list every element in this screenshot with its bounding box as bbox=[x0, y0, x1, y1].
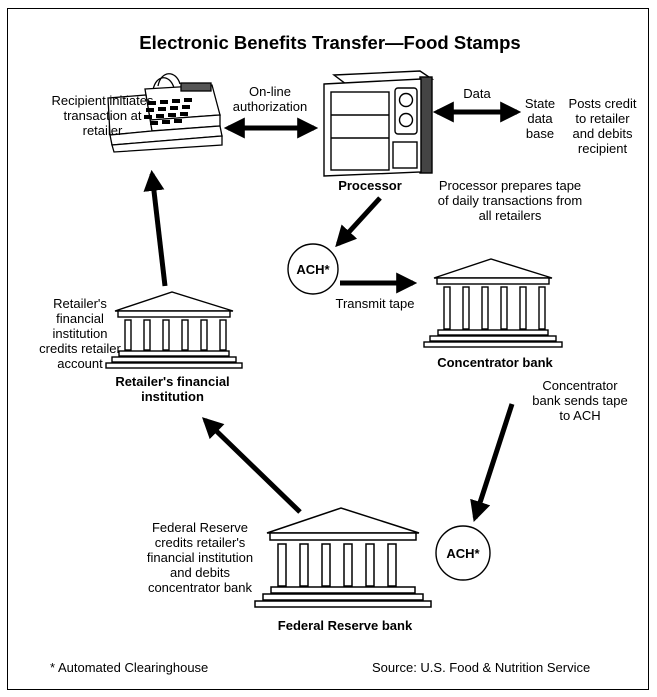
retailer-fi-building-icon bbox=[105, 291, 243, 369]
transmit-tape-label: Transmit tape bbox=[335, 296, 415, 311]
ach-top-circle bbox=[287, 243, 339, 295]
posts-credit-text: Posts credit to retailer and debits reci… bbox=[568, 96, 637, 156]
federal-reserve-building-icon bbox=[254, 507, 432, 608]
source-note: Source: U.S. Food & Nutrition Service bbox=[372, 660, 591, 675]
federal-reserve-bank-label: Federal Reserve bank bbox=[277, 618, 413, 633]
ach-bottom-label: ACH* bbox=[446, 546, 480, 561]
state-data-base-text: State data base bbox=[524, 96, 556, 141]
retailer-fi-label: Retailer's financial institution bbox=[115, 374, 230, 404]
figure-frame bbox=[7, 8, 649, 690]
processor-computer-icon bbox=[323, 70, 435, 177]
pos-terminal-icon bbox=[107, 73, 223, 153]
online-authorization-label: On-line authorization bbox=[232, 84, 308, 114]
concentrator-bank-building-icon bbox=[423, 258, 563, 348]
footnote: * Automated Clearinghouse bbox=[50, 660, 209, 675]
retailer-fi-to-terminal-arrow bbox=[143, 169, 168, 287]
diagram-title: Electronic Benefits Transfer—Food Stamps bbox=[139, 32, 521, 53]
processor-to-ach-arrow bbox=[335, 196, 382, 248]
concentrator-bank-label: Concentrator bank bbox=[437, 355, 553, 370]
concentrator-note: Concentrator bank sends tape to ACH bbox=[532, 378, 628, 423]
processor-label: Processor bbox=[338, 178, 402, 193]
processor-note: Processor prepares tape of daily transac… bbox=[437, 178, 583, 223]
fed-to-retailer-fi-arrow bbox=[201, 417, 302, 514]
concentrator-to-ach-arrow bbox=[470, 403, 515, 522]
data-label: Data bbox=[463, 86, 491, 101]
retailer-fi-note: Retailer's financial institution credits… bbox=[39, 296, 121, 371]
recipient-text: Recipient initiates transaction at retai… bbox=[51, 93, 154, 138]
federal-reserve-note: Federal Reserve credits retailer's finan… bbox=[146, 520, 254, 595]
ach-bottom-circle bbox=[435, 525, 491, 581]
ach-top-label: ACH* bbox=[296, 262, 330, 277]
